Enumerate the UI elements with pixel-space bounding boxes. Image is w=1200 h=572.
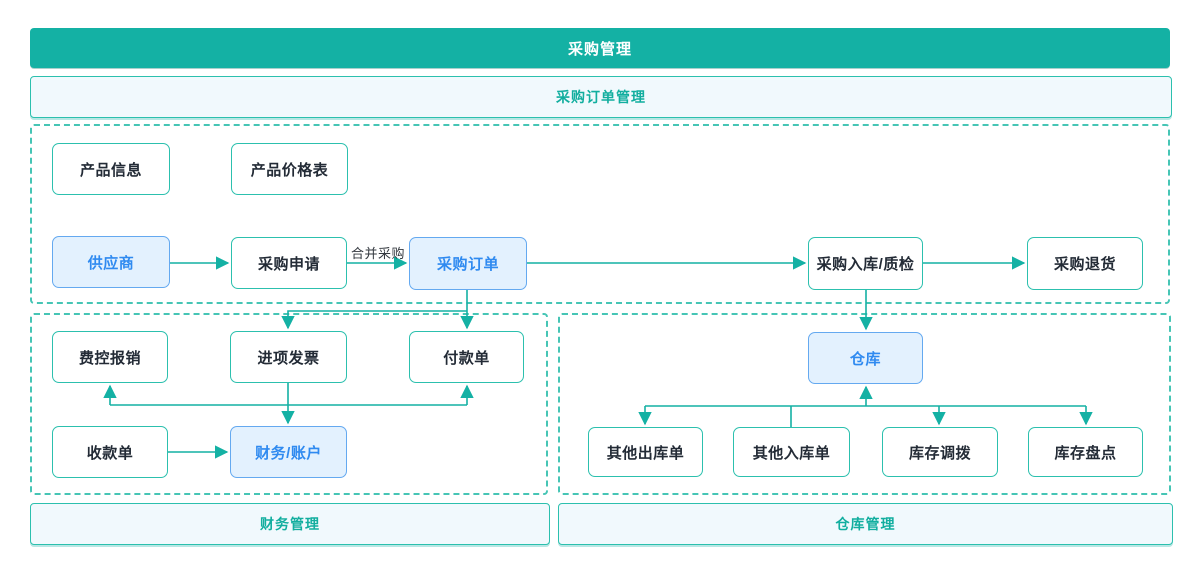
section-purchase-flow [30, 124, 1170, 304]
node-other-outbound[interactable]: 其他出库单 [588, 427, 703, 477]
section-warehouse [558, 313, 1171, 495]
node-other-inbound[interactable]: 其他入库单 [733, 427, 850, 477]
node-warehouse[interactable]: 仓库 [808, 332, 923, 384]
header-bar-purchase-management: 采购管理 [30, 28, 1170, 68]
node-receipt-slip[interactable]: 收款单 [52, 426, 168, 478]
node-purchase-return[interactable]: 采购退货 [1027, 237, 1143, 290]
footer-bar-finance-management: 财务管理 [30, 503, 550, 545]
node-payment-slip[interactable]: 付款单 [409, 331, 524, 383]
node-input-invoice[interactable]: 进项发票 [230, 331, 347, 383]
header-title: 采购管理 [567, 40, 632, 58]
node-inventory-transfer[interactable]: 库存调拨 [882, 427, 998, 477]
node-purchase-request[interactable]: 采购申请 [231, 237, 347, 289]
node-product-info[interactable]: 产品信息 [52, 143, 170, 195]
subheader-bar-purchase-order-management: 采购订单管理 [30, 76, 1172, 118]
footer-bar-warehouse-management: 仓库管理 [558, 503, 1173, 545]
node-supplier[interactable]: 供应商 [52, 236, 170, 288]
node-expense-reimburse[interactable]: 费控报销 [52, 331, 168, 383]
finance-footer-label: 财务管理 [260, 516, 320, 532]
edge-label-merge-purchase: 合并采购 [351, 246, 406, 261]
node-inventory-count[interactable]: 库存盘点 [1028, 427, 1143, 477]
warehouse-footer-label: 仓库管理 [835, 516, 896, 532]
node-product-price-list[interactable]: 产品价格表 [231, 143, 348, 195]
node-purchase-order[interactable]: 采购订单 [409, 237, 527, 290]
node-finance-account[interactable]: 财务/账户 [230, 426, 347, 478]
subheader-title: 采购订单管理 [556, 89, 646, 105]
node-purchase-inbound-qc[interactable]: 采购入库/质检 [808, 237, 923, 290]
